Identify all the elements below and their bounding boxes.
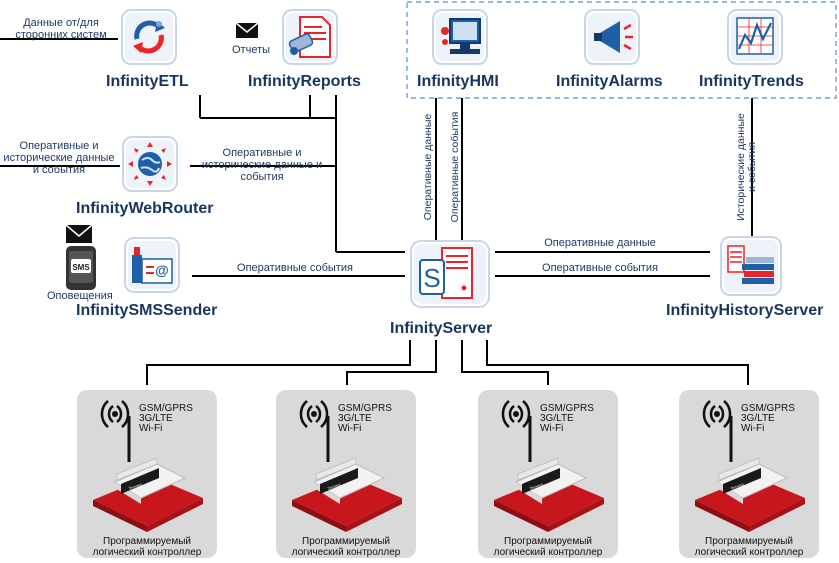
plc-caption: Программируемый логический контроллер	[694, 536, 804, 558]
alarms-name: InfinityAlarms	[556, 73, 663, 90]
line-plc-3	[461, 340, 549, 385]
plc-device-label: Эксима	[529, 481, 544, 491]
plc-graphic: Эксима	[494, 400, 604, 532]
plc-graphic: Эксима	[93, 400, 203, 532]
line-plc-2	[346, 340, 437, 385]
historyserver-icon[interactable]	[720, 236, 782, 296]
server-name: InfinityServer	[390, 320, 493, 337]
alarms-icon[interactable]	[584, 9, 640, 65]
trends-icon[interactable]	[727, 9, 783, 65]
smssender-name: InfinitySMSSender	[76, 302, 218, 319]
hmi-name: InfinityHMI	[417, 73, 499, 90]
envelope-icon	[65, 224, 93, 243]
webrouter-data-label: Оперативные и исторические данные и собы…	[3, 140, 115, 176]
reports-label: Отчеты	[232, 44, 271, 56]
notifications-label: Оповещения	[47, 290, 113, 302]
plc-graphic: Эксима	[292, 400, 402, 532]
plc-caption: Программируемый логический контроллер	[493, 536, 603, 558]
history-events-label: Оперативные события	[542, 262, 658, 274]
webrouter-name: InfinityWebRouter	[76, 200, 214, 217]
reports-icon[interactable]	[282, 9, 338, 65]
wifi-icon	[100, 400, 130, 428]
trends-history-label: Исторические данные и события	[735, 113, 758, 221]
webrouter-link-label: Оперативные и исторические данные и собы…	[201, 147, 323, 183]
plc-device-label: Эксима	[730, 481, 745, 491]
wifi-icon	[702, 400, 732, 428]
history-data-label: Оперативные данные	[544, 237, 656, 249]
plc-caption: Программируемый логический контроллер	[92, 536, 202, 558]
wifi-icon	[299, 400, 329, 428]
hmi-icon[interactable]	[432, 9, 488, 65]
webrouter-icon[interactable]	[122, 136, 178, 192]
plc-connectivity-label: GSM/GPRS 3G/LTE Wi-Fi	[139, 403, 193, 434]
historyserver-name: InfinityHistoryServer	[666, 302, 824, 319]
plc-connectivity-label: GSM/GPRS 3G/LTE Wi-Fi	[338, 403, 392, 434]
client-group-border	[406, 1, 837, 99]
plc-connectivity-label: GSM/GPRS 3G/LTE Wi-Fi	[741, 403, 795, 434]
plc-device-label: Эксима	[327, 481, 342, 491]
smssender-icon[interactable]: @	[124, 237, 180, 293]
etl-icon[interactable]	[121, 9, 177, 65]
plc-connectivity-label: GSM/GPRS 3G/LTE Wi-Fi	[540, 403, 594, 434]
plc-caption: Программируемый логический контроллер	[291, 536, 401, 558]
hmi-data-label: Оперативные данные	[422, 113, 434, 221]
line-plc-4	[486, 340, 749, 385]
hmi-events-label: Оперативные события	[449, 111, 461, 223]
plc-graphic: Эксима	[695, 400, 805, 532]
sms-badge-text: SMS	[72, 263, 90, 272]
reports-name: InfinityReports	[248, 73, 361, 90]
wifi-icon	[501, 400, 531, 428]
sms-events-label: Оперативные события	[237, 262, 353, 274]
phone-sms-icon: SMS	[66, 246, 96, 290]
etl-name: InfinityETL	[106, 73, 189, 90]
svg-text:S: S	[423, 263, 440, 293]
plc-device-label: Эксима	[128, 481, 143, 491]
envelope-icon	[235, 22, 259, 38]
line-plc-1	[146, 340, 411, 385]
server-icon[interactable]: S	[410, 240, 490, 308]
svg-text:@: @	[155, 262, 169, 278]
etl-data-label: Данные от/для сторонних систем	[15, 17, 107, 41]
trends-name: InfinityTrends	[699, 73, 804, 90]
